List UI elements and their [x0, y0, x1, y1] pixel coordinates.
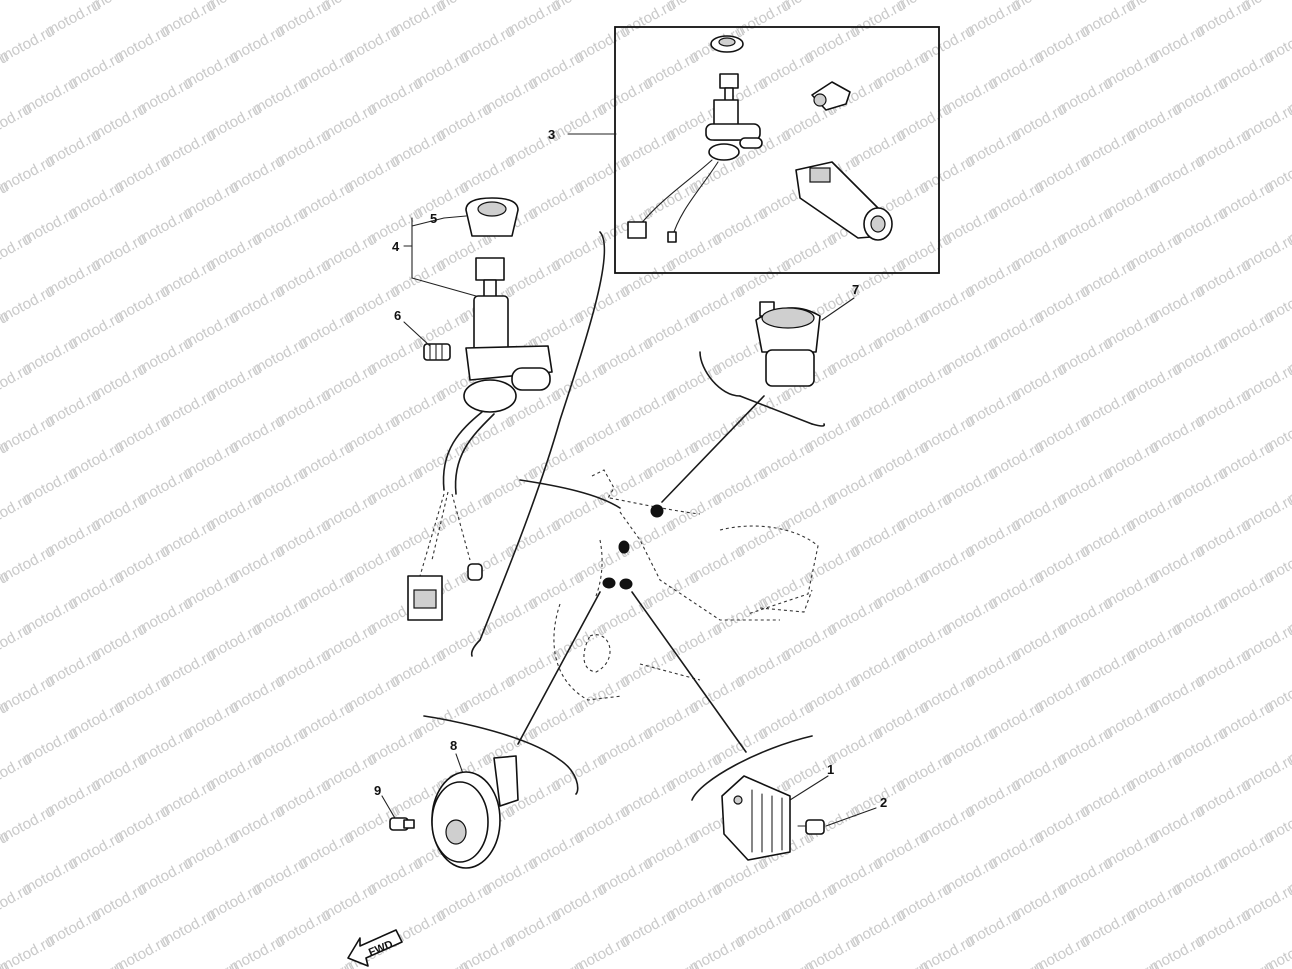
watermark-text: motod.ru — [296, 959, 356, 969]
watermark-text: motod.ru — [917, 933, 977, 969]
watermark-text: motod.ru — [641, 959, 701, 969]
callout-2: 2 — [880, 795, 887, 810]
ignition-set-inset — [614, 26, 940, 274]
callout-5: 5 — [430, 211, 437, 226]
watermark-text: motod.ru — [687, 933, 747, 969]
watermark-text: motod.ru — [802, 933, 862, 969]
horn-component — [389, 755, 519, 869]
watermark-text: motod.ru — [457, 933, 517, 969]
watermark-text: motod.ru — [0, 751, 34, 794]
watermark-text: motod.ru — [0, 101, 34, 144]
callout-7: 7 — [852, 282, 859, 297]
watermark-text: motod.ru — [1032, 933, 1092, 969]
watermark-text: motod.ru — [112, 933, 172, 969]
watermark-text: motod.ru — [227, 933, 287, 969]
callout-6: 6 — [394, 308, 401, 323]
watermark-text: motod.ru — [0, 881, 34, 924]
callout-labels: 3 5 4 6 7 8 9 1 2 — [374, 127, 887, 810]
watermark-text: motod.ru — [756, 959, 816, 969]
watermark-text: motod.ru — [572, 933, 632, 969]
watermark-text: motod.ru — [1216, 959, 1276, 969]
callout-1: 1 — [827, 762, 834, 777]
watermark-text: motod.ru — [526, 959, 586, 969]
callout-3: 3 — [548, 127, 555, 142]
watermark-text: motod.ru — [0, 933, 57, 969]
watermark-text: motod.ru — [1101, 959, 1161, 969]
watermark-text: motod.ru — [0, 491, 34, 534]
leader-lines — [381, 133, 877, 827]
callout-9: 9 — [374, 783, 381, 798]
relay-component — [699, 301, 826, 427]
watermark-text: motod.ru — [1147, 933, 1207, 969]
watermark-text: motod.ru — [66, 959, 126, 969]
watermark-text: motod.ru — [0, 959, 11, 969]
watermark-text: motod.ru — [0, 361, 34, 404]
callout-8: 8 — [450, 738, 457, 753]
callout-4: 4 — [392, 239, 400, 254]
watermark-text: motod.ru — [0, 231, 34, 274]
watermark-text: motod.ru — [411, 959, 471, 969]
watermark-text: motod.ru — [181, 959, 241, 969]
watermark-text: motod.ru — [0, 0, 34, 14]
watermark-text: motod.ru — [0, 621, 34, 664]
watermark-text: motod.ru — [871, 959, 931, 969]
main-switch-assembly — [407, 197, 553, 621]
scooter-outline — [519, 469, 819, 701]
rectifier-component — [721, 775, 825, 861]
watermark-text: motod.ru — [986, 959, 1046, 969]
